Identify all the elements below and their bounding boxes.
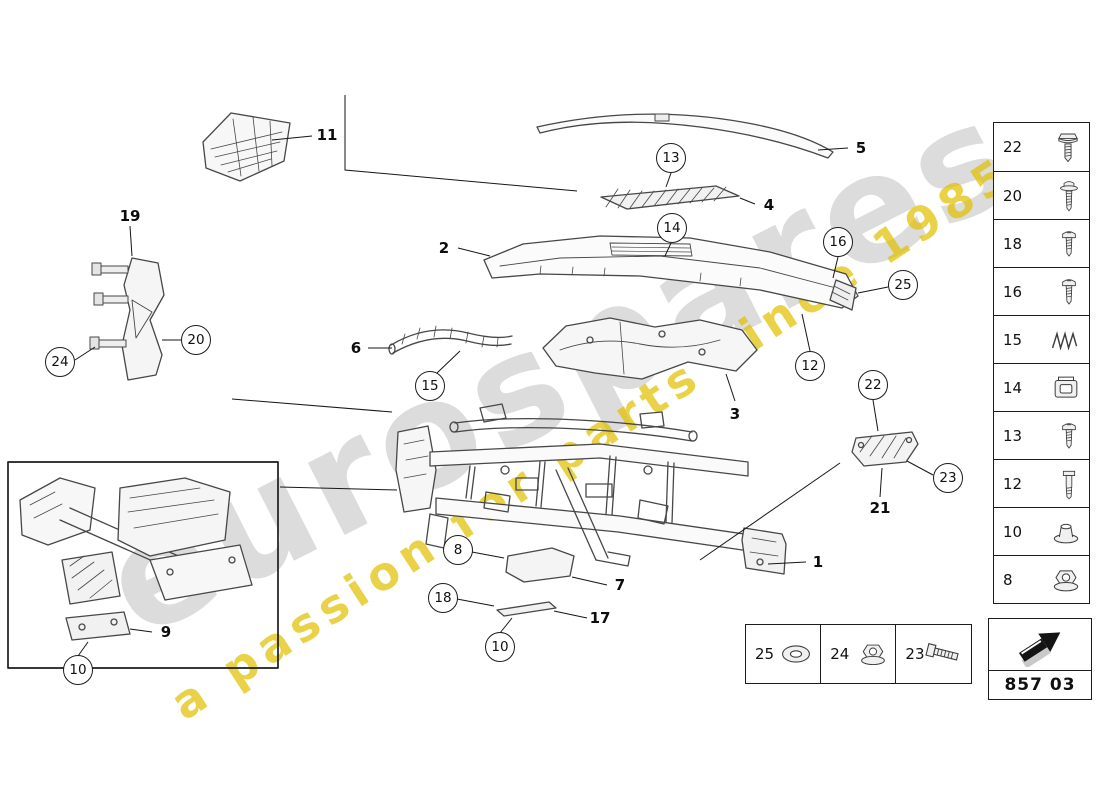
callout-9[interactable]: 9 <box>160 623 172 641</box>
hex-bolt-icon <box>925 640 963 668</box>
pan-screw-icon <box>1057 420 1081 452</box>
hardware-number: 24 <box>830 645 850 663</box>
dashboard-frame-part <box>395 403 787 575</box>
spring-icon <box>1049 326 1081 354</box>
callout-10-column[interactable]: 10 <box>63 655 93 685</box>
hardware-item-18[interactable]: 18 <box>994 219 1089 267</box>
hardware-number: 14 <box>1003 378 1023 397</box>
callout-2[interactable]: 2 <box>438 239 450 257</box>
hardware-number: 22 <box>1003 138 1023 156</box>
hardware-number: 16 <box>1003 282 1023 301</box>
callout-15[interactable]: 15 <box>415 371 445 401</box>
hardware-number: 15 <box>1003 330 1023 349</box>
hardware-item-10[interactable]: 10 <box>994 507 1089 555</box>
hardware-number: 12 <box>1003 474 1023 493</box>
hardware-number: 13 <box>1003 426 1023 445</box>
callout-8[interactable]: 8 <box>443 535 473 565</box>
hardware-number: 25 <box>755 645 775 663</box>
callout-10-frame[interactable]: 10 <box>485 632 515 662</box>
arrow-icon <box>989 619 1091 671</box>
callout-12[interactable]: 12 <box>795 351 825 381</box>
hose-part <box>388 325 513 355</box>
part-code-box[interactable]: 857 03 <box>988 618 1092 700</box>
hardware-item-13[interactable]: 13 <box>994 411 1089 459</box>
callout-20[interactable]: 20 <box>181 325 211 355</box>
callout-24[interactable]: 24 <box>45 347 75 377</box>
callout-19[interactable]: 19 <box>119 207 141 225</box>
dashboard-panel-part <box>483 235 859 311</box>
pan-screw-icon <box>1057 228 1081 260</box>
callout-1[interactable]: 1 <box>812 553 824 571</box>
hardware-item-8[interactable]: 8 <box>994 555 1089 603</box>
callout-17[interactable]: 17 <box>589 609 611 627</box>
callout-5[interactable]: 5 <box>855 139 867 157</box>
washer-icon <box>779 641 813 667</box>
callout-16[interactable]: 16 <box>823 227 853 257</box>
hardware-item-24[interactable]: 24 <box>820 624 898 684</box>
callout-6[interactable]: 6 <box>350 339 362 357</box>
hex-bolt-icon <box>1055 129 1081 165</box>
hardware-item-22[interactable]: 22 <box>994 123 1089 171</box>
vent-grille-part <box>202 112 291 182</box>
bracket-7-part <box>505 547 575 583</box>
upper-strip-part <box>536 113 834 159</box>
flange-nut-icon <box>1051 566 1081 594</box>
hardware-item-15[interactable]: 15 <box>994 315 1089 363</box>
callout-13[interactable]: 13 <box>656 143 686 173</box>
callout-4[interactable]: 4 <box>763 196 775 214</box>
hardware-item-25[interactable]: 25 <box>745 624 822 684</box>
flange-nut-icon <box>858 641 888 667</box>
hardware-number: 20 <box>1003 186 1023 205</box>
hardware-item-20[interactable]: 20 <box>994 171 1089 219</box>
trim-strip-part <box>600 185 740 210</box>
callout-25[interactable]: 25 <box>888 270 918 300</box>
pan-screw-icon <box>1057 276 1081 308</box>
clip-nut-icon <box>1051 374 1081 402</box>
hardware-number: 8 <box>1003 570 1013 589</box>
hardware-number: 18 <box>1003 234 1023 253</box>
screw-washer-icon <box>1057 178 1081 214</box>
part-code: 857 03 <box>1004 675 1076 695</box>
bottom-hardware-strip: 25 24 23 <box>745 624 973 684</box>
callout-11[interactable]: 11 <box>316 126 338 144</box>
bracket-21-part <box>851 431 919 467</box>
leader-lines <box>74 95 934 657</box>
washer-nut-icon <box>1051 518 1081 546</box>
hardware-item-16[interactable]: 16 <box>994 267 1089 315</box>
side-bracket-part <box>89 257 165 381</box>
hardware-item-14[interactable]: 14 <box>994 363 1089 411</box>
hardware-number: 23 <box>905 645 925 663</box>
callout-3[interactable]: 3 <box>729 405 741 423</box>
hardware-item-12[interactable]: 12 <box>994 459 1089 507</box>
hardware-item-23[interactable]: 23 <box>895 624 973 684</box>
callout-7[interactable]: 7 <box>614 576 626 594</box>
callout-18[interactable]: 18 <box>428 583 458 613</box>
callout-23[interactable]: 23 <box>933 463 963 493</box>
callout-22[interactable]: 22 <box>858 370 888 400</box>
callout-21[interactable]: 21 <box>869 499 891 517</box>
insulation-part <box>542 317 758 380</box>
hardware-number: 10 <box>1003 522 1023 541</box>
shoulder-screw-icon <box>1057 467 1081 501</box>
steering-column-inset <box>7 461 279 669</box>
strip-17-part <box>496 601 557 617</box>
callout-14[interactable]: 14 <box>657 213 687 243</box>
hardware-panel: 22 20 18 16 15 14 13 <box>993 122 1090 604</box>
